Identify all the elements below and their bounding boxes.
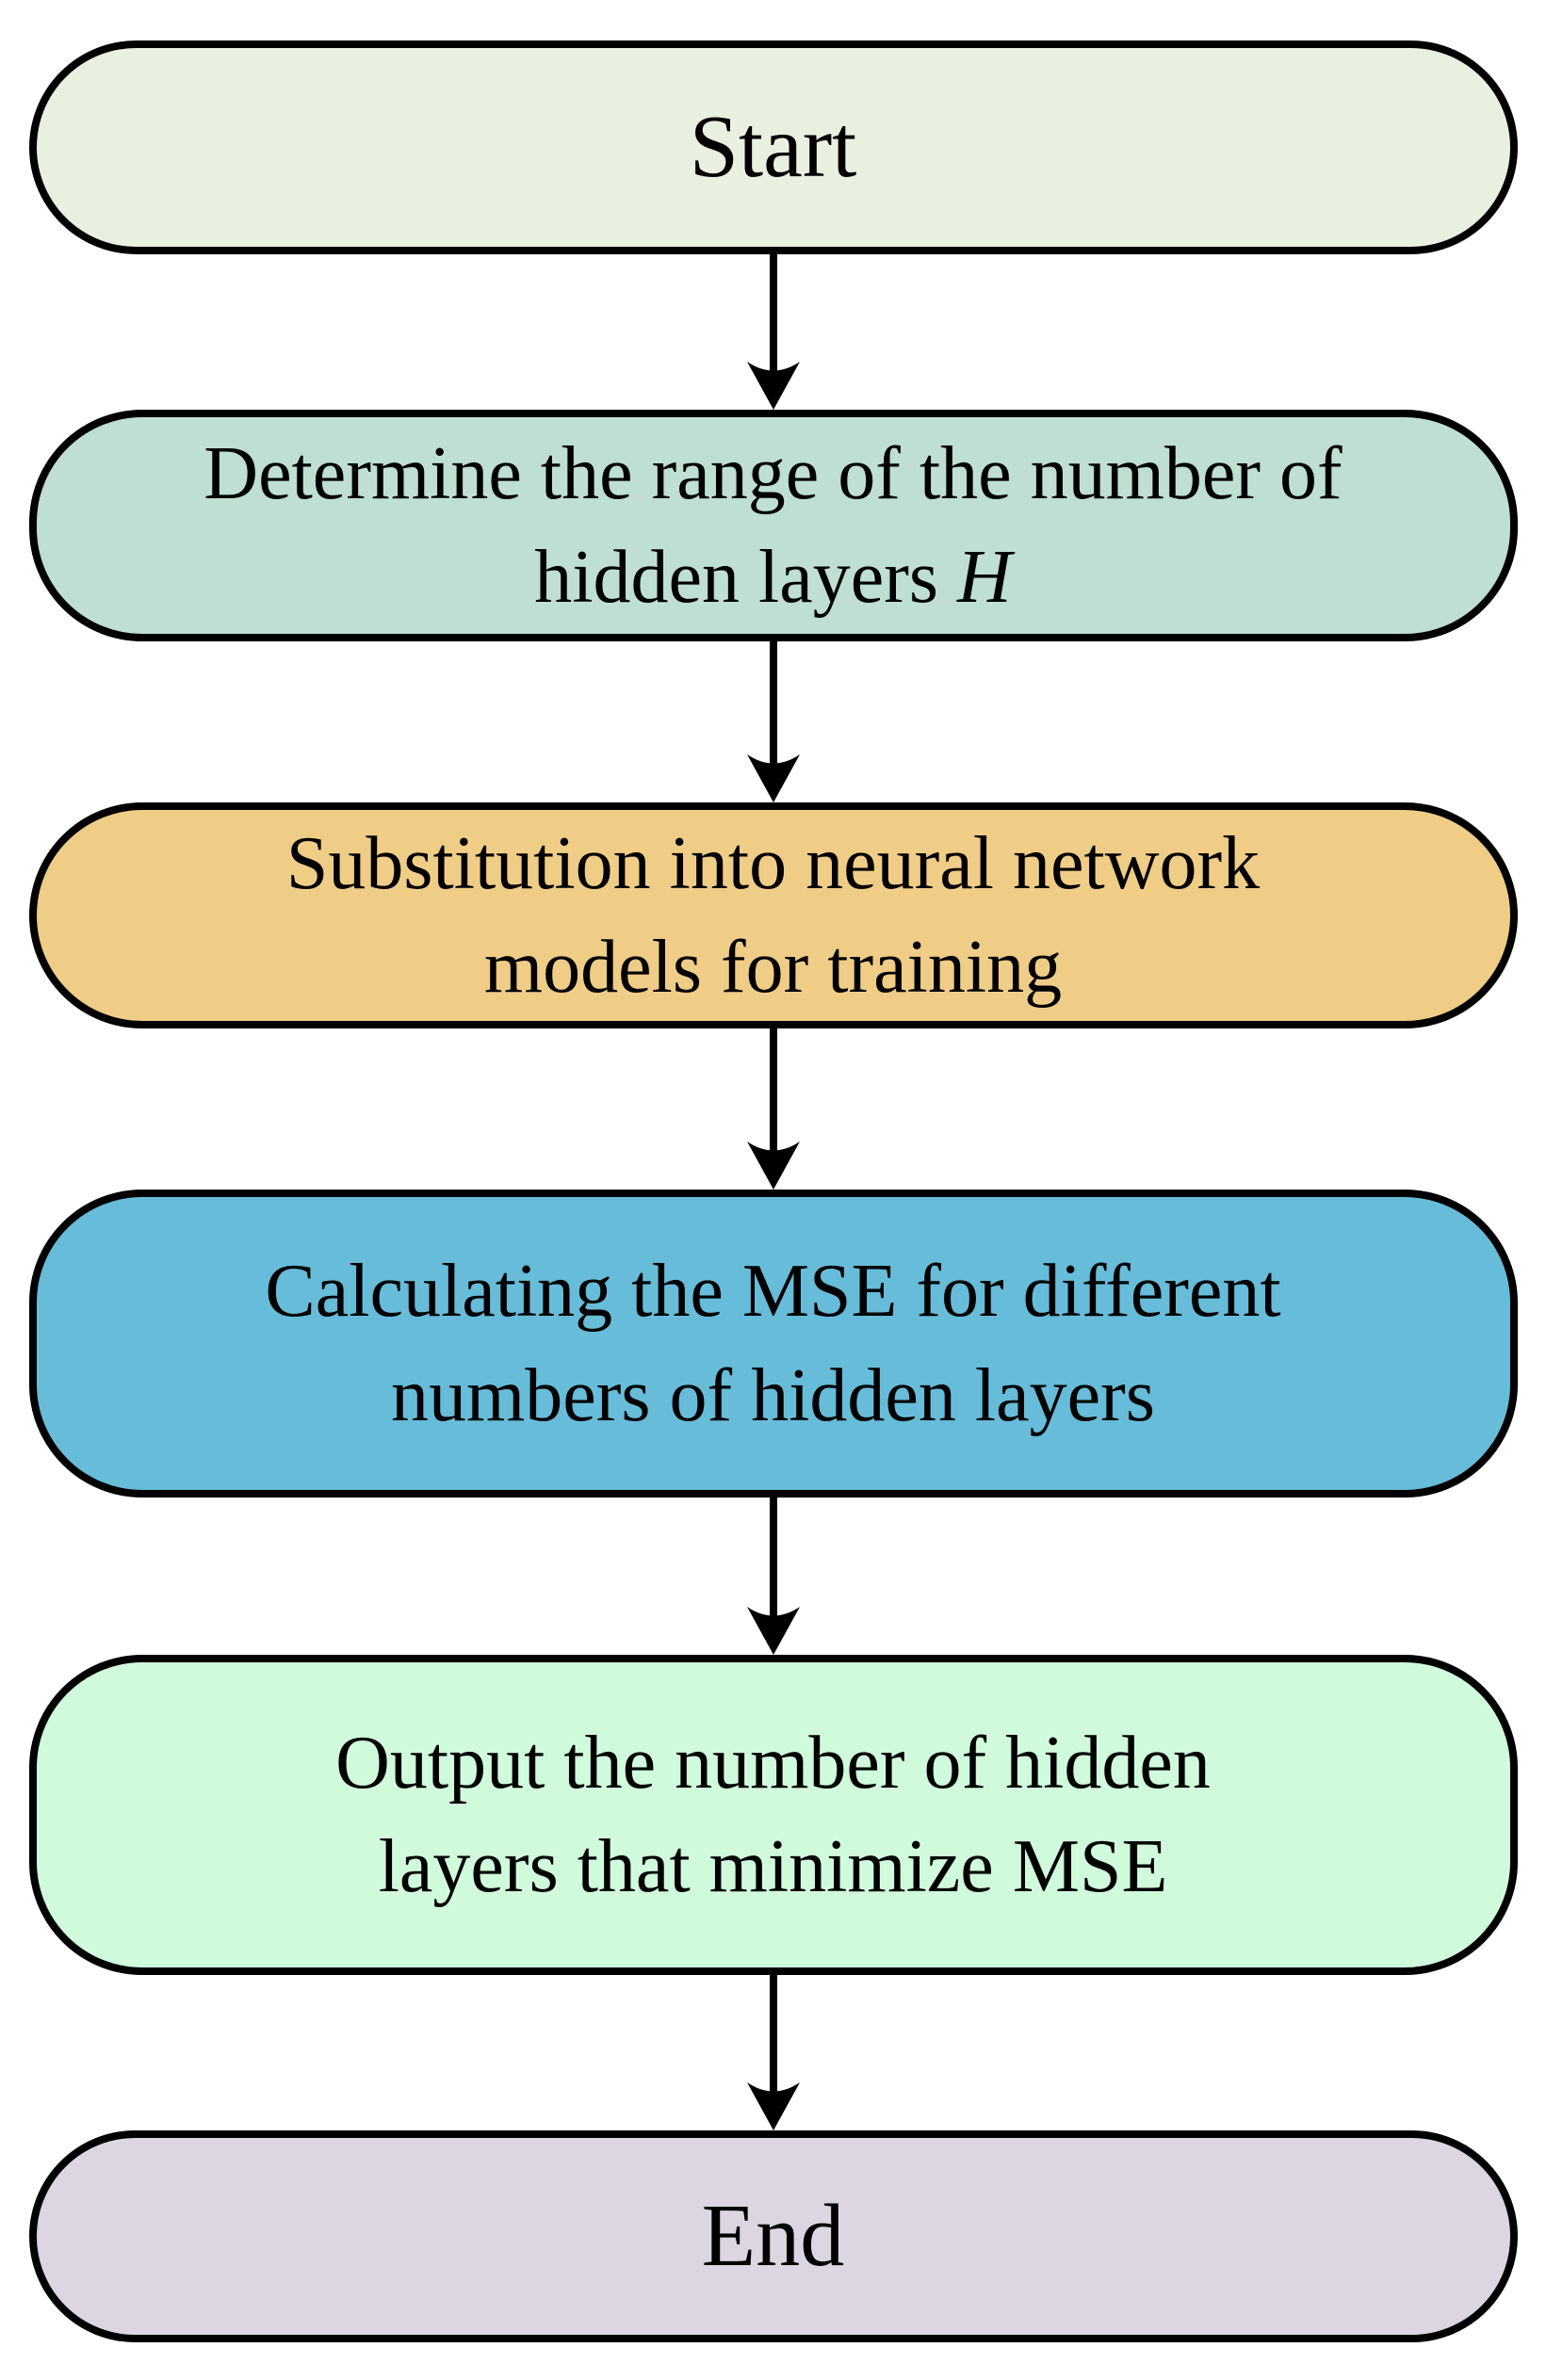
node-output: Output the number of hidden layers that … [28,1655,1518,1975]
node-substitution-label: Substitution into neural network models … [286,812,1260,1020]
arrow-line [769,1028,777,1152]
text-line: layers that minimize MSE [378,1825,1168,1908]
arrow-down-icon [746,1607,800,1655]
text-line: numbers of hidden layers [391,1353,1155,1437]
arrow-connector-1 [746,254,800,410]
arrowhead-shape [746,2082,800,2130]
node-determine-range-label: Determine the range of the number of hid… [203,422,1342,630]
text-line: Output the number of hidden [335,1721,1211,1805]
arrow-connector-3 [746,1028,800,1190]
node-start: Start [28,40,1518,254]
node-calculate-mse-label: Calculating the MSE for different number… [265,1239,1280,1448]
text-line: Calculating the MSE for different [265,1250,1281,1334]
text-segment: hidden layers [534,536,938,619]
text-line: Substitution into neural network [285,821,1261,905]
arrowhead-shape [746,1141,800,1190]
arrow-connector-5 [746,1975,800,2130]
arrow-line [769,254,777,372]
arrow-line [769,1498,777,1617]
text-segment-italic: H [956,536,1012,619]
arrow-line [769,641,777,765]
text-line: Determine the range of the number of [203,431,1343,515]
arrow-line [769,1975,777,2093]
node-end-label: End [701,2186,845,2285]
node-start-label: Start [689,97,857,196]
node-end: End [28,2130,1518,2342]
node-substitution: Substitution into neural network models … [28,802,1518,1028]
arrow-connector-2 [746,641,800,802]
arrow-down-icon [746,2082,800,2130]
arrowhead-shape [746,362,800,410]
node-determine-range: Determine the range of the number of hid… [28,410,1518,641]
arrow-connector-4 [746,1498,800,1655]
text-line: models for training [483,926,1063,1009]
node-output-label: Output the number of hidden layers that … [335,1711,1211,1919]
node-calculate-mse: Calculating the MSE for different number… [28,1190,1518,1498]
arrowhead-shape [746,1607,800,1655]
text-line: hidden layers H [203,526,1342,629]
arrow-down-icon [746,754,800,802]
arrow-down-icon [746,362,800,410]
arrowhead-shape [746,754,800,802]
arrow-down-icon [746,1141,800,1190]
